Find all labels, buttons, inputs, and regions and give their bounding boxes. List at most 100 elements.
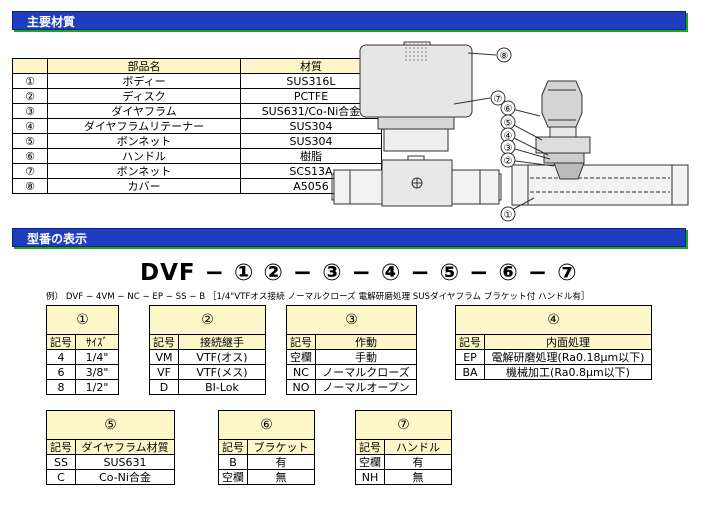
model-example: 例） DVF − 4VM − NC − EP − SS − B ［1/4"VTF… <box>46 292 590 302</box>
table-row: 空欄手動 <box>286 349 417 365</box>
part-name: ボディー <box>47 73 241 89</box>
part-name: ダイヤフラム <box>47 103 241 119</box>
cell-code: 6 <box>46 364 76 380</box>
materials-section-bar: 主要材質 <box>12 11 686 30</box>
header-code: 記号 <box>218 439 248 455</box>
diagram-label-7: ⑦ <box>494 94 503 105</box>
table-row: 空欄有 <box>355 454 452 470</box>
option-table-title: ③ <box>286 305 417 335</box>
cell-value: 無 <box>384 469 452 485</box>
cell-value: 無 <box>247 469 315 485</box>
header-code: 記号 <box>149 334 179 350</box>
cell-code: NH <box>355 469 385 485</box>
part-number: ② <box>12 88 48 104</box>
cell-value: 1/4" <box>75 349 119 365</box>
option-table-title: ① <box>46 305 119 335</box>
diagram-label-1: ① <box>504 210 513 221</box>
header-code: 記号 <box>46 439 76 455</box>
valve-drawing: ⑧ ⑦ ⑥ ⑤ ④ ③ ② ① <box>331 41 689 222</box>
header-connection: 接続継手 <box>178 334 266 350</box>
diagram-label-6: ⑥ <box>504 104 513 115</box>
diagram-label-4: ④ <box>504 131 513 142</box>
option-table-title: ④ <box>455 305 652 335</box>
part-name: ボンネット <box>47 163 241 179</box>
cell-value: 3/8" <box>75 364 119 380</box>
option-table-title: ⑥ <box>218 410 315 440</box>
model-section-title: 型番の表示 <box>27 232 88 246</box>
header-diaphragm: ダイヤフラム材質 <box>75 439 175 455</box>
part-name: ボンネット <box>47 133 241 149</box>
part-name: ディスク <box>47 88 241 104</box>
part-number: ③ <box>12 103 48 119</box>
cell-code: D <box>149 379 179 395</box>
cell-value: 有 <box>247 454 315 470</box>
diagram-label-5: ⑤ <box>504 118 513 129</box>
cell-code: EP <box>455 349 485 365</box>
cell-code: VM <box>149 349 179 365</box>
part-number: ⑧ <box>12 178 48 194</box>
cell-value: 機械加工(Ra0.8μm以下) <box>484 364 652 380</box>
part-name: ダイヤフラムリテーナー <box>47 118 241 134</box>
table-row: 空欄無 <box>218 469 315 485</box>
cell-code: SS <box>46 454 76 470</box>
cell-code: NC <box>286 364 316 380</box>
cell-value: VTF(オス) <box>178 349 266 365</box>
header-handle: ハンドル <box>384 439 452 455</box>
option-table-title: ② <box>149 305 266 335</box>
header-size: ｻｲｽﾞ <box>75 334 119 350</box>
diagram-label-8: ⑧ <box>500 51 509 62</box>
cell-value: 1/2" <box>75 379 119 395</box>
part-number: ⑥ <box>12 148 48 164</box>
cell-value: 手動 <box>315 349 417 365</box>
materials-section-title: 主要材質 <box>27 15 76 29</box>
part-name: カバー <box>47 178 241 194</box>
cell-value: ノーマルオープン <box>315 379 417 395</box>
model-section-bar: 型番の表示 <box>12 228 686 247</box>
cell-code: 空欄 <box>355 454 385 470</box>
cell-code: C <box>46 469 76 485</box>
part-number: ④ <box>12 118 48 134</box>
option-table-title: ⑦ <box>355 410 452 440</box>
materials-header-num <box>12 58 48 74</box>
cell-value: 有 <box>384 454 452 470</box>
cell-value: BI-Lok <box>178 379 266 395</box>
diagram-label-3: ③ <box>504 143 513 154</box>
header-code: 記号 <box>455 334 485 350</box>
header-code: 記号 <box>286 334 316 350</box>
cell-value: SUS631 <box>75 454 175 470</box>
materials-header-part: 部品名 <box>47 58 241 74</box>
cell-code: 8 <box>46 379 76 395</box>
part-number: ① <box>12 73 48 89</box>
cell-code: 空欄 <box>218 469 248 485</box>
cell-code: 空欄 <box>286 349 316 365</box>
part-number: ⑦ <box>12 163 48 179</box>
part-number: ⑤ <box>12 133 48 149</box>
option-table-title: ⑤ <box>46 410 175 440</box>
part-material: SUS304 <box>240 118 382 134</box>
cell-value: VTF(メス) <box>178 364 266 380</box>
